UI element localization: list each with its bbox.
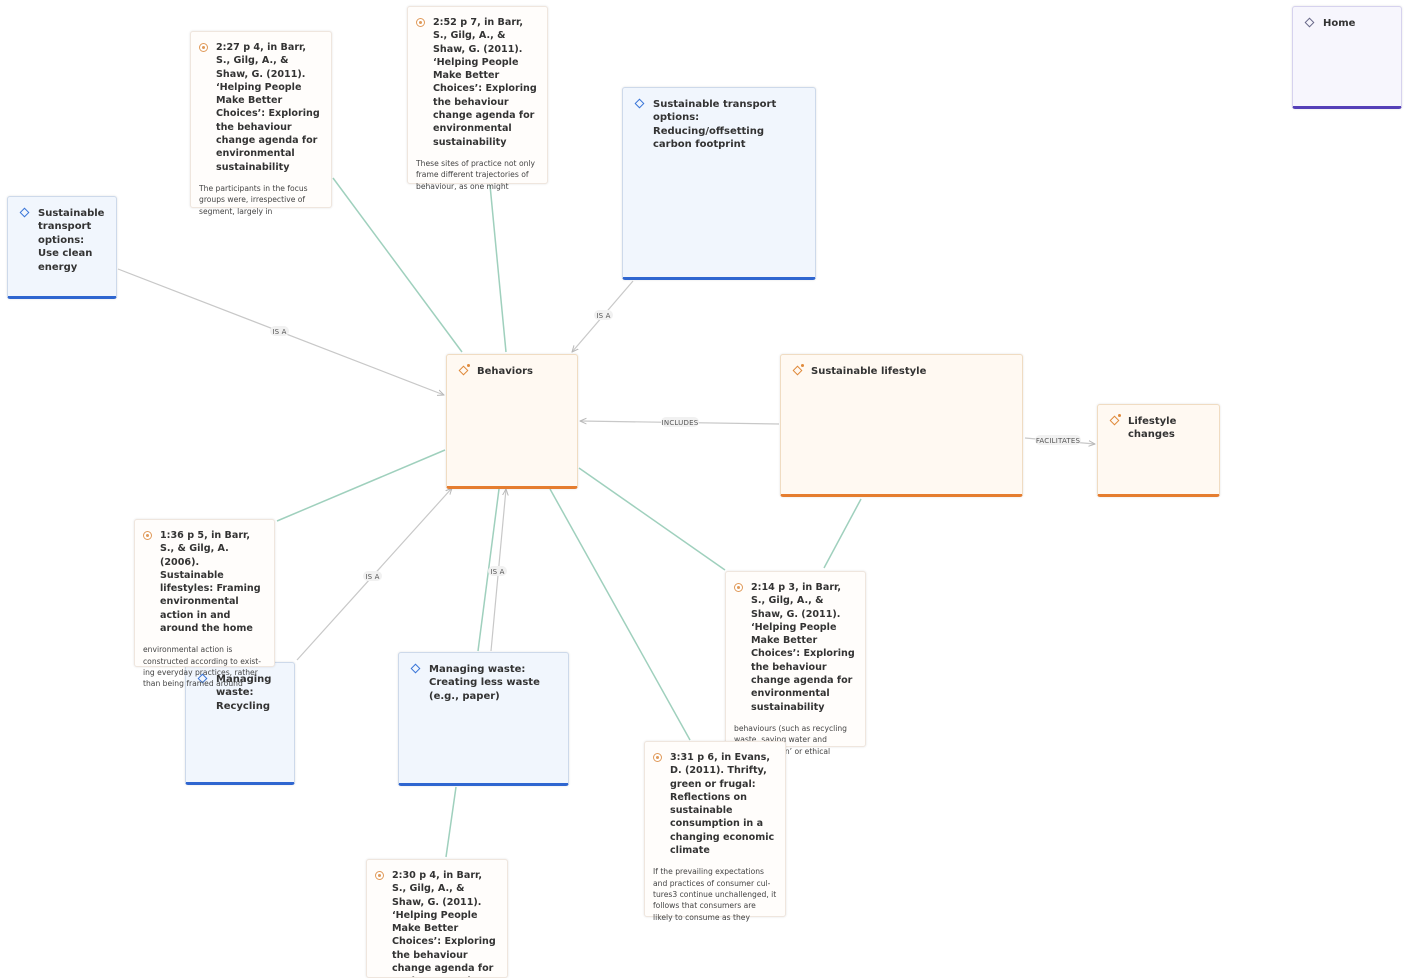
code-node-recycling[interactable]: Managing waste: Recycling bbox=[185, 662, 295, 785]
code-node-clean-energy[interactable]: Sustainable transport options: Use clean… bbox=[7, 196, 117, 299]
quotation-node-1-36[interactable]: 1:36 p 5, in Barr, S., & Gilg, A. (2006)… bbox=[134, 519, 275, 688]
quotation-title: 2:27 p 4, in Barr, S., Gilg, A., & Shaw,… bbox=[216, 42, 320, 173]
quotation-title: 3:31 p 6, in Evans, D. (2011). Thrifty, … bbox=[670, 752, 775, 857]
category-diamond-icon bbox=[1108, 414, 1122, 428]
quotation-node-2-27[interactable]: 2:27 p 4, in Barr, S., Gilg, A., & Shaw,… bbox=[190, 31, 332, 216]
category-diamond-icon bbox=[791, 364, 805, 378]
category-node-behaviors[interactable]: Behaviors bbox=[446, 354, 578, 489]
quote-link-waste-less-behaviors bbox=[477, 488, 500, 652]
home-diamond-icon bbox=[1303, 16, 1317, 30]
relation-clean-energy-isa-behaviors bbox=[117, 268, 444, 395]
quote-link-227-behaviors bbox=[332, 177, 463, 353]
quotation-dot-icon bbox=[199, 43, 208, 52]
quotation-excerpt: If the prevailing expectations and pract… bbox=[653, 867, 777, 922]
quotation-excerpt: The participants in the focus groups wer… bbox=[199, 183, 308, 216]
code-node-label: Managing waste: Creating less waste (e.g… bbox=[429, 664, 540, 702]
quotation-node-2-52[interactable]: 2:52 p 7, in Barr, S., Gilg, A., & Shaw,… bbox=[407, 6, 548, 191]
quotation-excerpt: These sites of practice not only frame d… bbox=[416, 158, 536, 191]
quotation-dot-icon bbox=[416, 18, 425, 27]
relation-label-isa-1: IS A bbox=[272, 328, 286, 336]
relation-carbon-isa-behaviors bbox=[572, 280, 634, 352]
quotation-title: 2:30 p 4, in Barr, S., Gilg, A., & Shaw,… bbox=[392, 870, 496, 977]
code-diamond-icon bbox=[18, 206, 32, 220]
category-node-lifestyle-changes[interactable]: Lifestyle changes bbox=[1097, 404, 1220, 497]
category-node-label: Behaviors bbox=[477, 366, 533, 377]
relation-label-isa-3: IS A bbox=[365, 573, 379, 581]
quotation-title: 2:52 p 7, in Barr, S., Gilg, A., & Shaw,… bbox=[433, 17, 537, 148]
quotation-dot-icon bbox=[653, 753, 662, 762]
quotation-dot-icon bbox=[734, 583, 743, 592]
quotation-dot-icon bbox=[375, 871, 384, 880]
home-node-label: Home bbox=[1323, 18, 1356, 29]
code-node-carbon-footprint[interactable]: Sustainable transport options: Reducing/… bbox=[622, 87, 816, 280]
home-node[interactable]: Home bbox=[1292, 6, 1402, 109]
quote-link-136-behaviors bbox=[276, 449, 446, 522]
code-node-label: Managing waste: Recycling bbox=[216, 674, 272, 712]
relation-label-facilitates: FACILITATES bbox=[1036, 437, 1081, 445]
relation-waste-less-isa-behaviors bbox=[490, 489, 506, 652]
code-node-label: Sustainable transport options: Reducing/… bbox=[653, 99, 777, 151]
category-diamond-icon bbox=[457, 364, 471, 378]
quote-link-230-waste-less bbox=[445, 786, 457, 858]
category-node-sustainable-lifestyle[interactable]: Sustainable lifestyle bbox=[780, 354, 1023, 497]
quotation-node-2-30[interactable]: 2:30 p 4, in Barr, S., Gilg, A., & Shaw,… bbox=[366, 859, 508, 978]
quote-link-252-behaviors bbox=[489, 184, 507, 353]
code-diamond-icon bbox=[409, 662, 423, 676]
quote-link-331-behaviors bbox=[549, 488, 691, 741]
relation-recycling-isa-behaviors bbox=[296, 488, 452, 661]
quotation-excerpt: environmental action is constructed acco… bbox=[143, 645, 262, 689]
quotation-title: 2:14 p 3, in Barr, S., Gilg, A., & Shaw,… bbox=[751, 582, 855, 713]
quote-link-214-behaviors bbox=[578, 467, 726, 571]
quotation-node-2-14[interactable]: 2:14 p 3, in Barr, S., Gilg, A., & Shaw,… bbox=[725, 571, 866, 756]
relation-label-isa-4: IS A bbox=[490, 568, 504, 576]
relation-label-isa-2: IS A bbox=[596, 312, 610, 320]
quote-link-214-lifestyle bbox=[823, 498, 862, 569]
quotation-title: 1:36 p 5, in Barr, S., & Gilg, A. (2006)… bbox=[160, 530, 261, 635]
code-diamond-icon bbox=[633, 97, 647, 111]
quotation-dot-icon bbox=[143, 531, 152, 540]
relation-label-includes: INCLUDES bbox=[662, 419, 699, 427]
code-node-label: Sustainable transport options: Use clean… bbox=[38, 208, 105, 273]
code-node-less-waste[interactable]: Managing waste: Creating less waste (e.g… bbox=[398, 652, 569, 786]
relation-lifestyle-facilitates-changes bbox=[1024, 437, 1095, 444]
quotation-node-3-31[interactable]: 3:31 p 6, in Evans, D. (2011). Thrifty, … bbox=[644, 741, 786, 922]
category-node-label: Sustainable lifestyle bbox=[811, 366, 927, 377]
category-node-label: Lifestyle changes bbox=[1128, 416, 1177, 441]
relation-lifestyle-includes-behaviors bbox=[580, 421, 780, 425]
